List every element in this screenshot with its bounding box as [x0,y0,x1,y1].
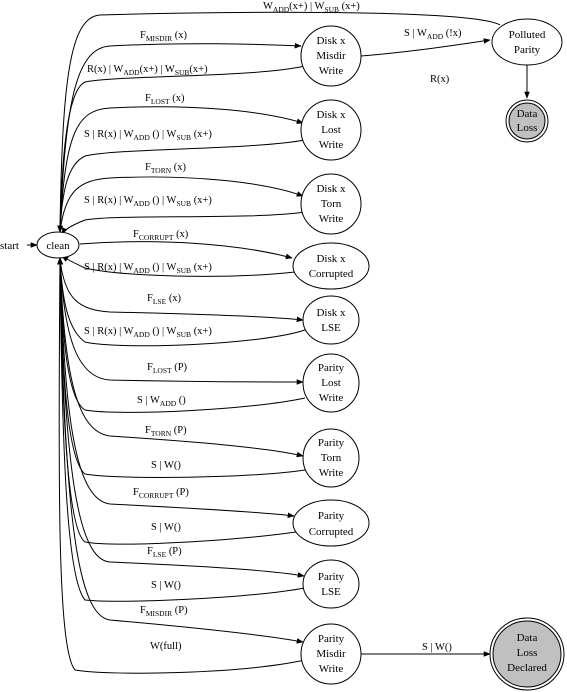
node-disk-lse[interactable]: Disk x LSE [302,295,360,345]
svg-text:Disk x: Disk x [316,35,346,47]
edge-disk-misdir-to-clean [57,65,306,233]
label-parity-misdir-to-declared: S | W() [422,642,452,653]
edge-disk-lse-to-clean [57,257,306,347]
node-start: start [0,240,19,252]
label-misdir-to-polluted: S | WADD (!x) [404,28,462,41]
label-disk-corrupt-back: S | R(x) | WADD () | WSUB (x+) [84,262,212,275]
node-parity-corrupted[interactable]: Parity Corrupted [292,499,370,547]
label-top-loop: WADD(x+) | WSUB (x+) [263,1,360,14]
svg-text:Loss: Loss [517,647,538,659]
edge-disk-misdir-to-polluted [360,38,491,57]
label-parity-lost-back: S | WADD () [137,395,186,408]
edge-clean-to-parity-lost [59,257,304,385]
label-f-misdir-p: FMISDIR (P) [140,605,188,618]
svg-text:Declared: Declared [507,662,547,674]
node-polluted-parity[interactable]: Polluted Parity [491,18,563,66]
edge-polluted-to-clean [57,11,501,233]
label-disk-misdir-back: R(x) | WADD(x+) | WSUB(x+) [87,64,208,77]
svg-text:clean: clean [46,240,70,252]
svg-text:Parity: Parity [318,510,345,522]
edge-clean-to-parity-torn [59,257,304,458]
label-parity-lse-back: S | W() [151,580,181,591]
label-f-lse-p: FLSE (P) [147,546,182,559]
node-disk-torn-write[interactable]: Disk x Torn Write [300,173,362,235]
label-disk-lost-back: S | R(x) | WADD () | WSUB (x+) [84,129,212,142]
svg-text:Write: Write [319,392,344,404]
edge-disk-lost-to-clean [57,139,306,233]
label-disk-torn-back: S | R(x) | WADD () | WSUB (x+) [84,195,212,208]
edge-clean-to-parity-misdir [59,257,304,644]
label-f-lse-x: FLSE (x) [147,293,182,306]
node-parity-lse[interactable]: Parity LSE [302,559,360,609]
node-disk-misdir-write[interactable]: Disk x Misdir Write [300,25,362,87]
svg-text:Torn: Torn [321,198,342,210]
node-data-loss[interactable]: Data Loss [505,99,549,143]
label-parity-corrupt-back: S | W() [151,522,181,533]
edge-clean-to-disk-lost [59,106,304,233]
svg-text:Lost: Lost [321,124,341,136]
edge-disk-torn-to-clean [61,211,306,235]
svg-text:Data: Data [517,108,538,120]
edge-clean-to-disk-torn [59,176,304,233]
label-disk-lse-back: S | R(x) | WADD () | WSUB (x+) [84,326,212,339]
node-parity-misdir-write[interactable]: Parity Misdir Write [300,623,362,685]
svg-text:Parity: Parity [318,633,345,645]
edge-clean-to-disk-corrupted [79,241,293,260]
svg-text:Write: Write [319,139,344,151]
node-parity-torn-write[interactable]: Parity Torn Write [302,428,360,488]
node-disk-lost-write[interactable]: Disk x Lost Write [300,99,362,161]
node-clean[interactable]: clean [36,231,80,259]
svg-text:Misdir: Misdir [316,50,346,62]
label-parity-torn-back: S | W() [151,460,181,471]
svg-text:Parity: Parity [318,437,345,449]
label-f-corrupt-x: FCORRUPT (x) [133,229,189,242]
label-f-torn-x: FTORN (x) [145,162,186,175]
svg-text:Parity: Parity [318,362,345,374]
svg-text:Disk x: Disk x [316,109,346,121]
svg-text:Write: Write [319,65,344,77]
svg-text:Lost: Lost [321,377,341,389]
svg-text:Disk x: Disk x [316,253,346,265]
label-w-full: W(full) [150,641,182,652]
svg-text:Write: Write [319,213,344,225]
svg-text:Parity: Parity [318,571,345,583]
edge-clean-to-disk-misdir [59,42,302,233]
edge-parity-lse-to-clean [57,257,306,602]
edge-parity-misdir-to-clean [57,257,306,674]
edge-disk-corrupted-to-clean [61,255,296,277]
svg-text:Corrupted: Corrupted [309,268,354,280]
svg-text:Write: Write [319,663,344,675]
svg-text:Misdir: Misdir [316,648,346,660]
svg-text:Parity: Parity [514,44,541,56]
svg-text:LSE: LSE [321,322,341,334]
label-f-lost-x: FLOST (x) [145,93,185,106]
label-polluted-to-loss: R(x) [430,74,450,85]
svg-text:Disk x: Disk x [316,307,346,319]
node-parity-lost-write[interactable]: Parity Lost Write [302,353,360,413]
edge-clean-to-parity-lse [59,257,305,578]
svg-text:Torn: Torn [321,452,342,464]
svg-text:Disk x: Disk x [316,183,346,195]
svg-text:Loss: Loss [517,122,538,134]
node-disk-corrupted[interactable]: Disk x Corrupted [292,242,370,290]
edge-clean-to-disk-lse [59,257,304,323]
label-f-corrupt-p: FCORRUPT (P) [133,487,189,500]
svg-text:Corrupted: Corrupted [309,526,354,538]
svg-text:Write: Write [319,467,344,479]
edge-clean-to-parity-corrupted [59,257,295,519]
svg-text:start: start [0,240,19,252]
label-f-lost-p: FLOST (P) [147,362,188,375]
edge-parity-lost-to-clean [57,257,306,413]
svg-text:Data: Data [517,632,538,644]
label-f-torn-p: FTORN (P) [145,425,187,438]
label-f-misdir-x: FMISDIR (x) [140,30,187,43]
node-data-loss-declared[interactable]: Data Loss Declared [489,617,565,691]
svg-text:LSE: LSE [321,586,341,598]
svg-text:Polluted: Polluted [509,29,546,41]
